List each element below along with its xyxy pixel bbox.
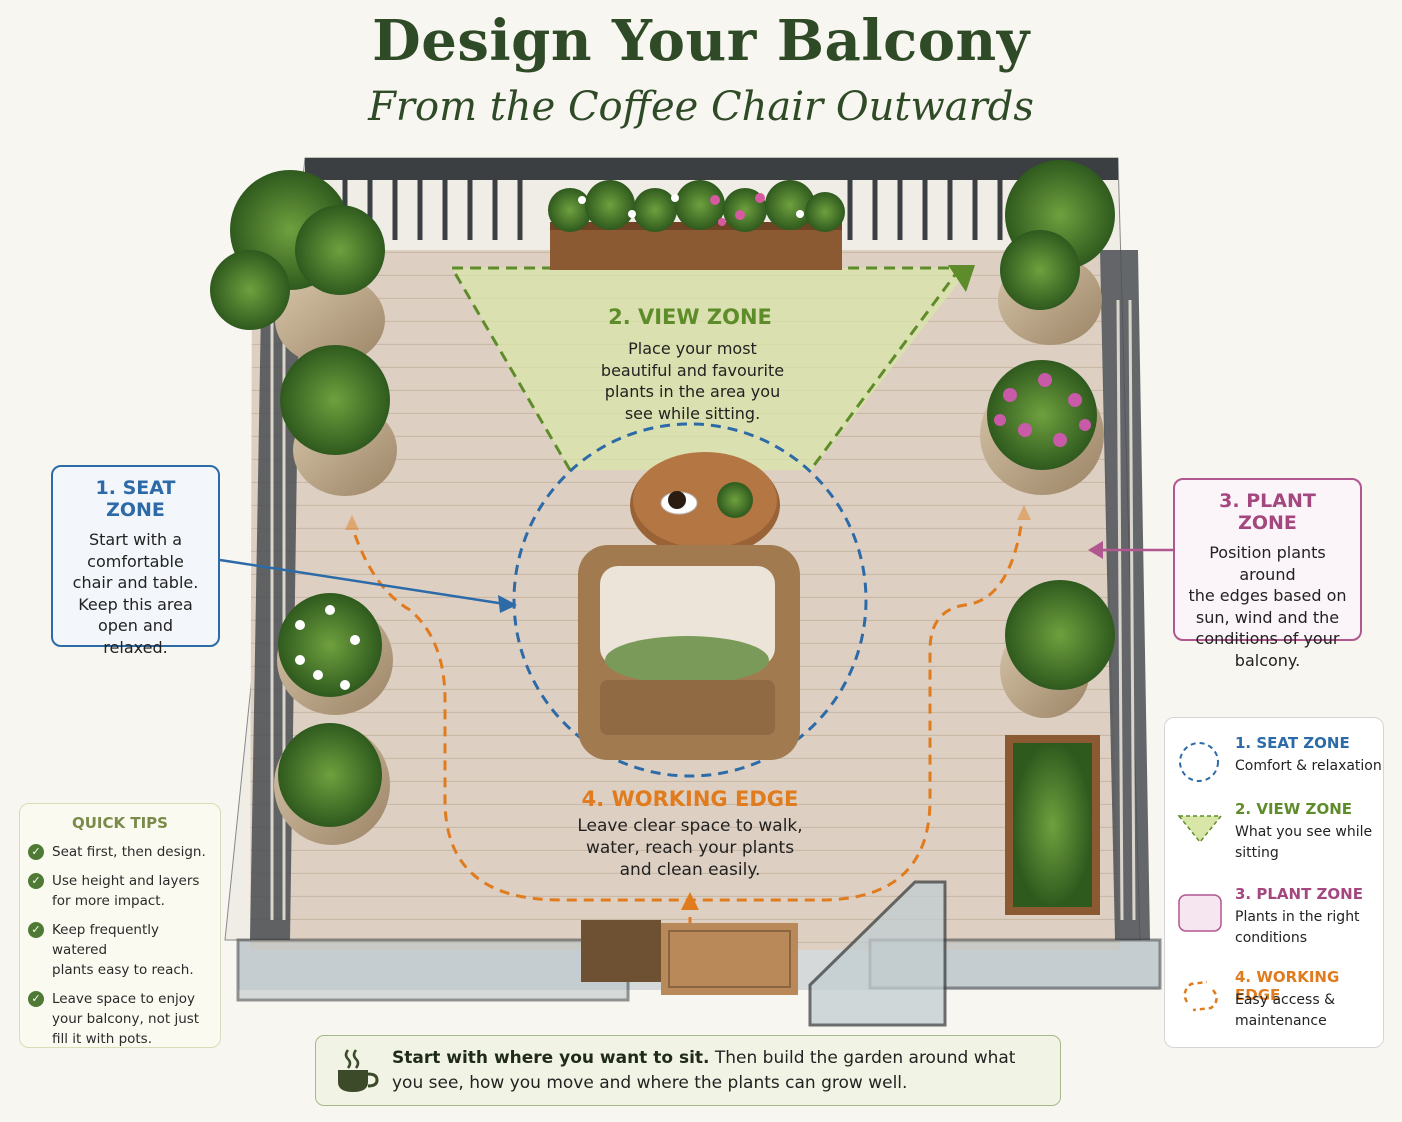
- seat-zone-circle: [512, 422, 868, 778]
- working-edge-title: 4. WORKING EDGE: [581, 787, 799, 811]
- plant-zone-title: 3. PLANT ZONE: [1219, 490, 1316, 534]
- legend-item-seat: 1. SEAT ZONE Comfort & relaxation: [1177, 734, 1382, 804]
- door-mat: [581, 920, 798, 995]
- working-arrow-icon: [681, 892, 699, 910]
- legend-item-view: 2. VIEW ZONE What you see while sitting: [1177, 800, 1382, 870]
- legend-item-plant: 3. PLANT ZONE Plants in the right condit…: [1177, 885, 1382, 955]
- check-icon: ✓: [28, 991, 44, 1007]
- seat-zone-title: 1. SEAT ZONE: [95, 477, 176, 521]
- check-icon: ✓: [28, 873, 44, 889]
- plant-arrow-icon: [1088, 541, 1103, 559]
- view-zone-triangle: [449, 265, 975, 471]
- legend-item-working: 4. WORKING EDGE Easy access & maintenanc…: [1177, 968, 1382, 1038]
- view-zone-title: 2. VIEW ZONE: [608, 305, 772, 329]
- back-planter: [548, 180, 845, 270]
- plant-zone-text: Position plants around the edges based o…: [1188, 543, 1347, 670]
- view-arrow-icon: [948, 265, 975, 292]
- view-zone-icon: [1177, 815, 1223, 844]
- check-icon: ✓: [28, 844, 44, 860]
- plant-zone-callout: 3. PLANT ZONE Position plants around the…: [1173, 478, 1362, 670]
- bottom-banner: Start with where you want to sit. Then b…: [315, 1035, 1061, 1106]
- working-edge-text: Leave clear space to walk, water, reach …: [577, 816, 803, 880]
- banner-text: Start with where you want to sit. Then b…: [392, 1048, 1016, 1093]
- right-plants: [980, 160, 1115, 915]
- legend-panel: 1. SEAT ZONE Comfort & relaxation 2. VIE…: [1164, 717, 1384, 1048]
- page-title: Design Your Balcony: [372, 8, 1030, 74]
- check-icon: ✓: [28, 922, 44, 938]
- glass-door: [808, 880, 947, 1027]
- quick-tips-title: QUICK TIPS: [72, 814, 168, 832]
- view-zone-text: Place your most beautiful and favourite …: [600, 339, 785, 423]
- seat-zone-callout: 1. SEAT ZONE Start with a comfortable ch…: [51, 465, 220, 657]
- working-edge-icon: [1183, 980, 1218, 1012]
- page-subtitle: From the Coffee Chair Outwards: [368, 84, 1034, 130]
- quick-tips-panel: QUICK TIPS ✓ Seat first, then design. ✓ …: [19, 803, 221, 1048]
- coffee-table: [630, 452, 780, 557]
- seat-pointer: [219, 558, 506, 606]
- left-plants: [210, 170, 397, 845]
- coffee-cup-icon: [338, 1049, 379, 1092]
- seat-arrow-icon: [498, 595, 517, 613]
- plant-zone-icon: [1178, 894, 1222, 932]
- wicker-chair: [578, 545, 800, 760]
- seat-zone-text: Start with a comfortable chair and table…: [72, 530, 199, 657]
- seat-zone-icon: [1179, 742, 1219, 782]
- tip-item: ✓ Seat first, then design.: [28, 842, 212, 862]
